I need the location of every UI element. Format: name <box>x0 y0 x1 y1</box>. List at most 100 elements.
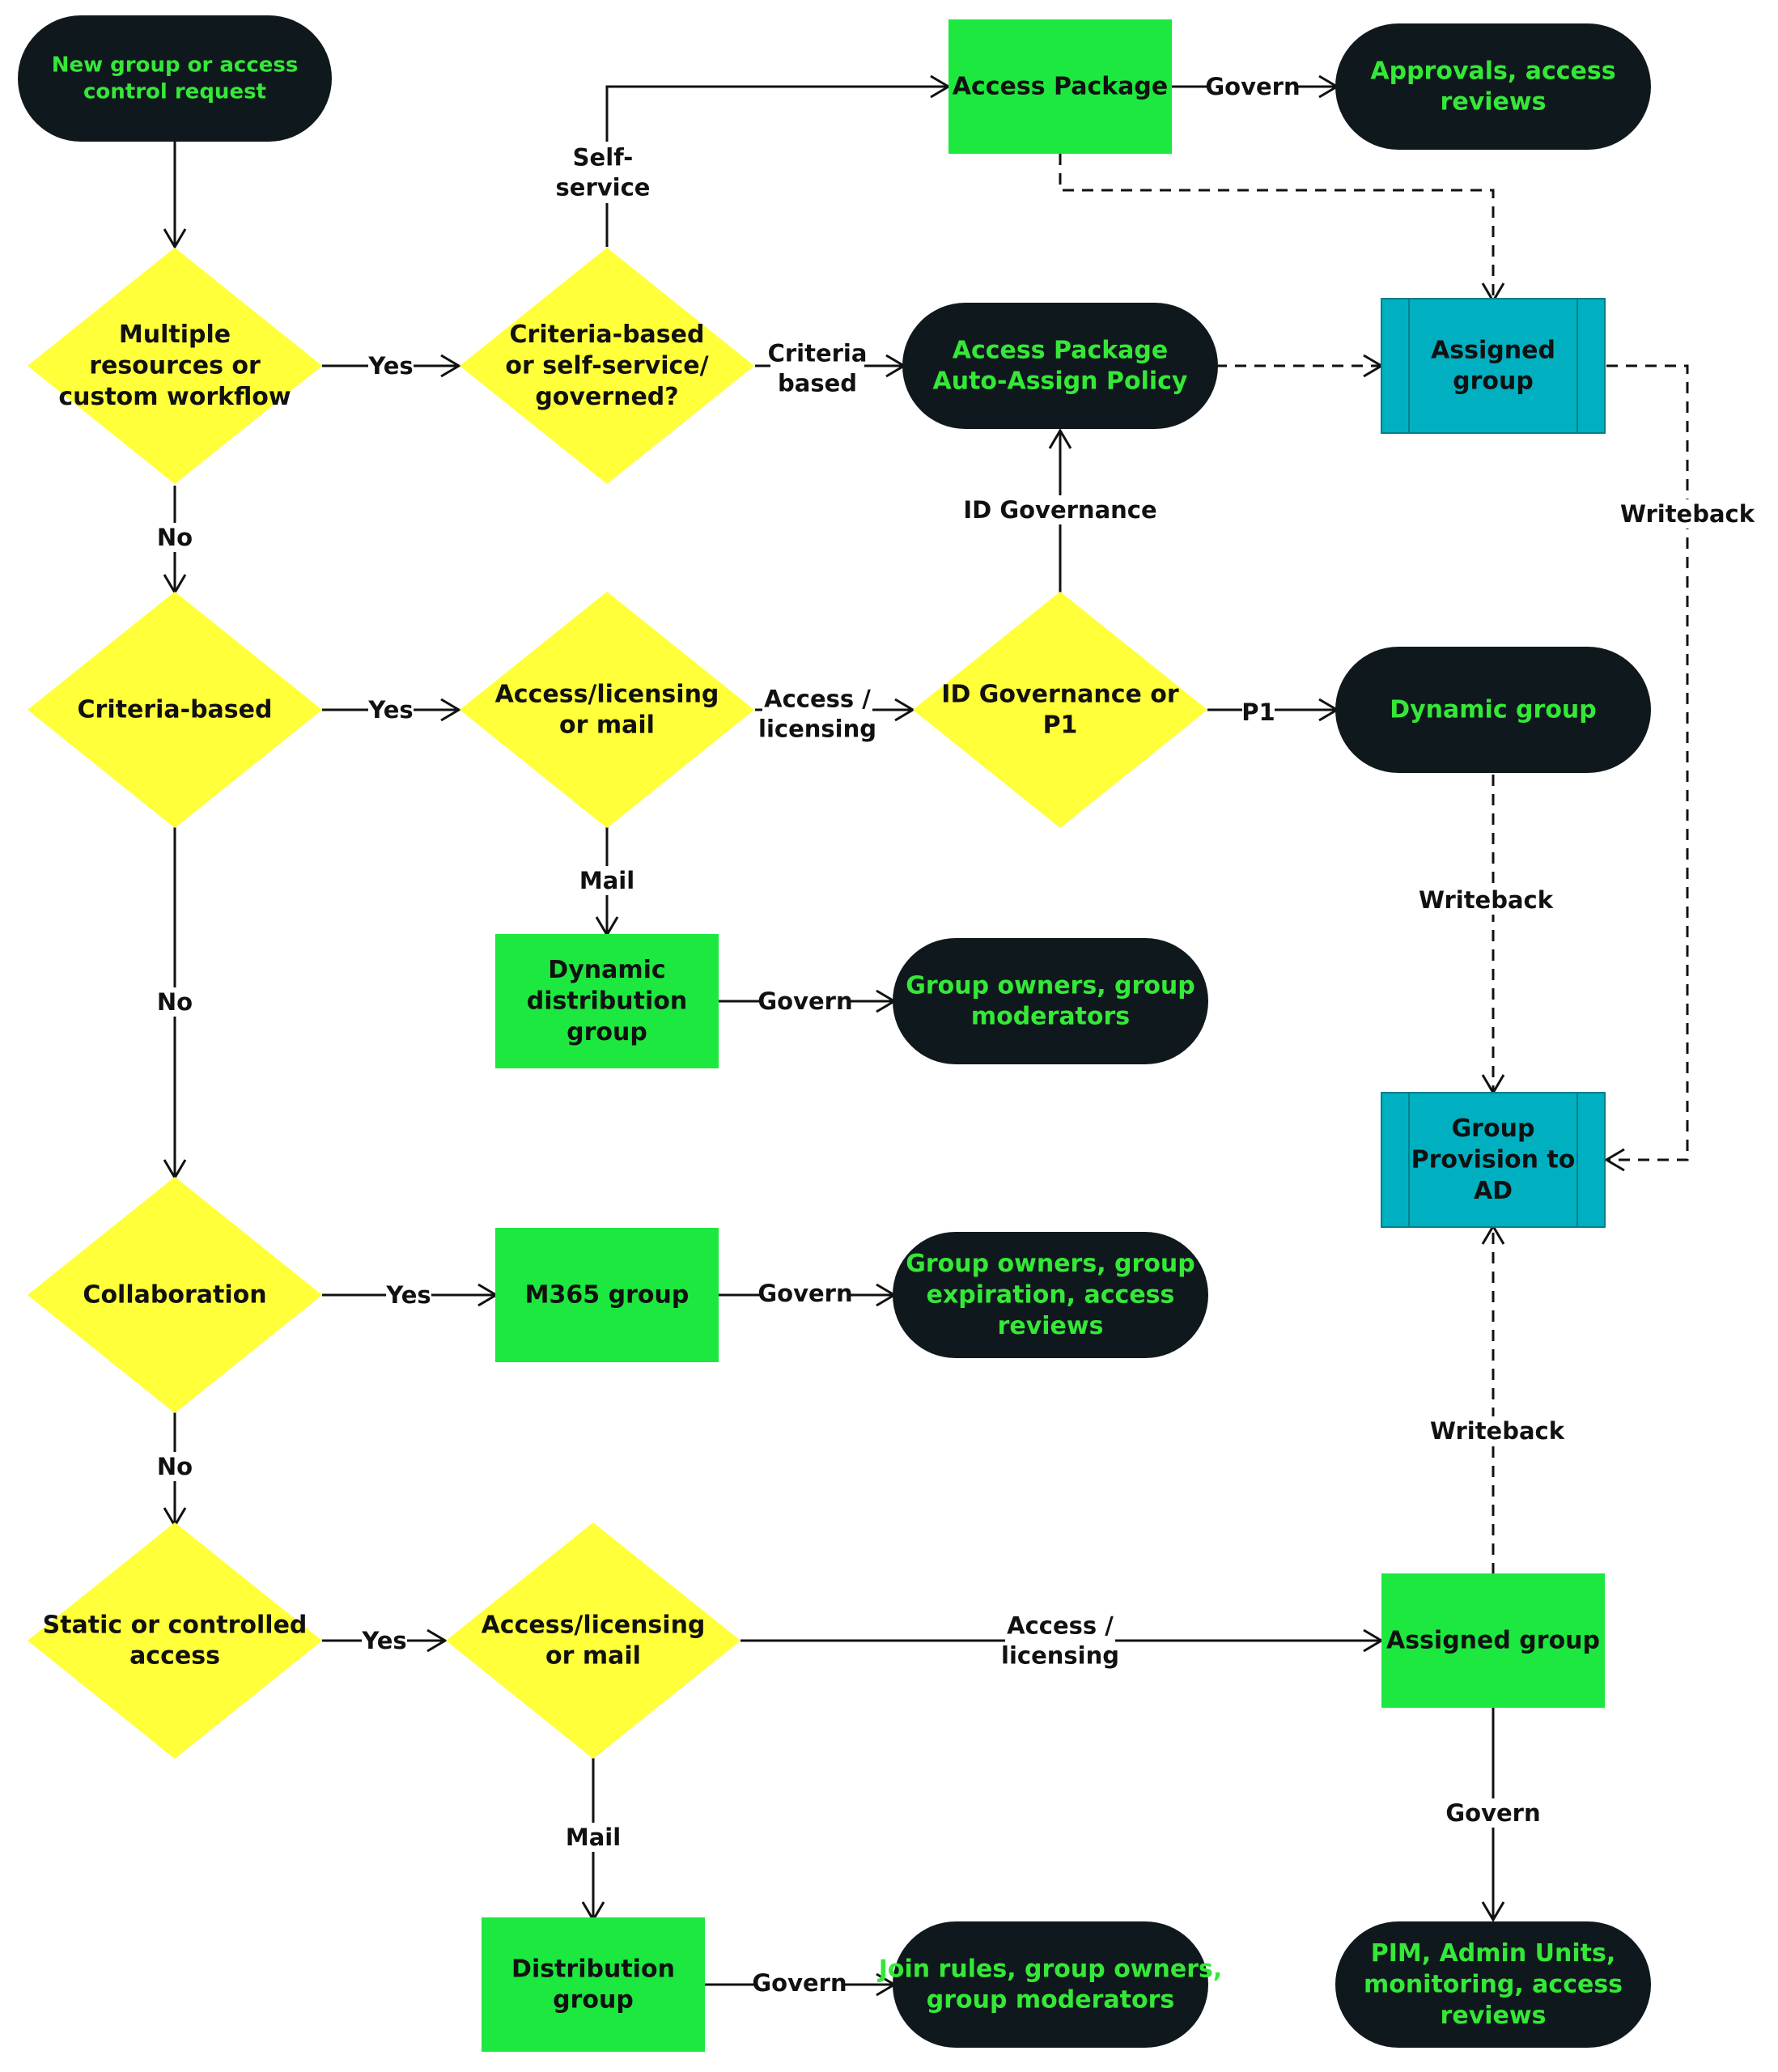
d-static-diamond <box>28 1522 322 1759</box>
node-assigned-group-bottom: Assigned group <box>1381 1573 1605 1708</box>
edge-label-bg <box>1625 499 1750 529</box>
edge-label-bg <box>368 695 414 724</box>
access-package-box <box>948 19 1172 154</box>
arrowhead <box>1481 1901 1505 1922</box>
access-package-label: Access Package <box>953 73 1169 101</box>
edge-label-bg <box>1242 698 1275 727</box>
dynamic-group-label: Dynamic group <box>1390 696 1597 724</box>
edge-label-bg <box>362 1626 407 1655</box>
node-access-package: Access Package <box>948 19 1172 154</box>
edge-start-to-multiple <box>163 142 187 249</box>
edge-label-bg <box>368 351 414 380</box>
edge-label-bg <box>155 523 194 552</box>
d-collab-diamond <box>28 1177 322 1413</box>
assigned-group-bottom-label: Assigned group <box>1386 1627 1600 1655</box>
edge-label-bg <box>155 1452 194 1481</box>
node-join-rules: Join rules, group owners,group moderator… <box>877 1921 1223 2048</box>
join-rules-label: Join rules, group owners,group moderator… <box>877 1955 1223 2014</box>
edge-line <box>1059 154 1495 301</box>
edge-label-bg <box>762 1279 848 1308</box>
edge-label-no-2: No <box>157 988 193 1016</box>
arrowhead <box>440 354 461 378</box>
node-m365-group: M365 group <box>495 1228 719 1362</box>
node-d-criteria: Criteria-based <box>28 592 322 828</box>
assigned-group-bottom-box <box>1381 1573 1605 1708</box>
group-provision-box <box>1381 1092 1606 1228</box>
edge-label-yes-1: Yes <box>367 352 413 380</box>
d-criteria-diamond <box>28 592 322 828</box>
arrowhead <box>426 1628 448 1653</box>
edge-label-mail-2: Mail <box>566 1824 621 1851</box>
edge-label-yes-4: Yes <box>361 1627 406 1654</box>
d-criteria-label: Criteria-based <box>78 696 273 724</box>
d-access-mail-1-diamond <box>460 592 754 828</box>
edge-label-govern-dyn-dist: Govern <box>757 987 852 1015</box>
edge-label-bg <box>770 338 864 399</box>
edge-label-bg <box>1435 1416 1559 1446</box>
edge-label-bg <box>155 987 194 1017</box>
edge-label-bg <box>386 1280 431 1310</box>
arrowhead <box>1604 1148 1625 1172</box>
edge-autoassign-to-assigned <box>1216 354 1384 378</box>
pim-pill <box>1335 1921 1651 2048</box>
owners-expiration-pill <box>893 1232 1208 1358</box>
edge-dynamic-writeback <box>1481 775 1505 1095</box>
d-access-mail-2-diamond <box>446 1522 740 1759</box>
edge-label-yes-3: Yes <box>385 1281 431 1309</box>
start-pill <box>18 15 332 142</box>
m365-group-box <box>495 1228 719 1362</box>
edge-label-writeback-bottom: Writeback <box>1430 1417 1565 1445</box>
arrowhead <box>163 228 187 249</box>
ap-auto-assign-pill <box>902 303 1218 429</box>
edge-label-p1: P1 <box>1241 698 1275 726</box>
join-rules-pill <box>893 1921 1208 2048</box>
edge-label-govern-m365: Govern <box>757 1280 852 1307</box>
edge-label-bg <box>578 866 636 895</box>
edge-label-govern-dist: Govern <box>752 1969 847 1997</box>
arrowhead <box>1048 428 1072 449</box>
edge-label-writeback-top: Writeback <box>1620 500 1755 528</box>
edge-label-bg <box>973 495 1148 524</box>
edge-label-yes-2: Yes <box>367 696 413 724</box>
arrowhead <box>440 698 461 722</box>
edge-label-bg <box>562 142 643 203</box>
edge-assigned-writeback <box>1604 364 1689 1172</box>
edge-self-service <box>605 74 951 247</box>
edge-label-access-licensing-1: Access /licensing <box>758 685 876 742</box>
edge-label-access-licensing-2: Access /licensing <box>1001 1611 1119 1669</box>
assigned-group-top-box <box>1381 298 1606 434</box>
edge-assigned-bottom-writeback <box>1481 1224 1505 1574</box>
d-collab-label: Collaboration <box>83 1281 266 1310</box>
d-idgov-diamond <box>913 592 1207 828</box>
edge-label-bg <box>564 1823 622 1852</box>
edge-label-govern-ap: Govern <box>1205 73 1300 100</box>
edge-label-bg <box>1450 1798 1536 1828</box>
edge-label-id-governance: ID Governance <box>963 496 1156 524</box>
node-dynamic-group: Dynamic group <box>1335 647 1651 773</box>
